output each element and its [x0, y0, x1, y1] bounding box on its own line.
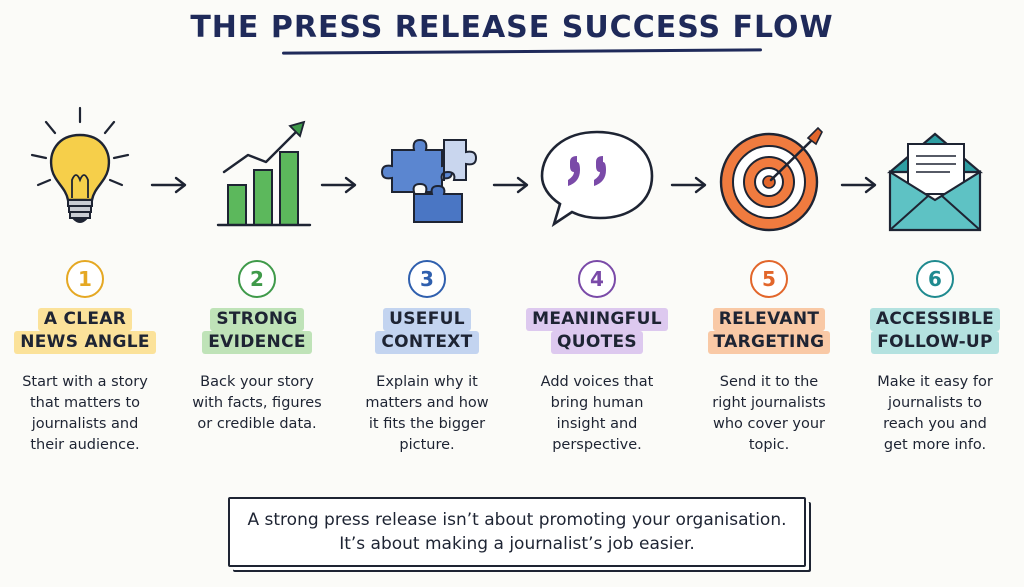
step-description: Add voices that bring human insight and …: [540, 374, 654, 453]
arrow-right-icon: [320, 175, 358, 195]
step-label: STRONG EVIDENCE: [172, 308, 342, 354]
puzzle-icon: [342, 100, 512, 240]
target-icon: [684, 100, 854, 240]
step-description: Send it to the right journalists who cov…: [712, 374, 826, 453]
step-label: ACCESSIBLE FOLLOW-UP: [850, 308, 1020, 354]
lightbulb-icon: [0, 100, 170, 240]
step-label: MEANINGFUL QUOTES: [512, 308, 682, 354]
arrow-right-icon: [840, 175, 878, 195]
step-description: Explain why it matters and how it fits t…: [365, 374, 489, 453]
step-description: Make it easy for journalists to reach yo…: [877, 374, 993, 453]
step-description: Start with a story that matters to journ…: [22, 374, 148, 453]
step-number: 2: [238, 260, 276, 298]
step-number: 4: [578, 260, 616, 298]
page-title: THE PRESS RELEASE SUCCESS FLOW: [190, 10, 834, 45]
callout-line-2: It’s about making a journalist’s job eas…: [339, 534, 695, 554]
step-label: USEFUL CONTEXT: [342, 308, 512, 354]
flow-steps: 1 A CLEAR NEWS ANGLE Start with a story …: [0, 100, 1024, 480]
callout-line-1: A strong press release isn’t about promo…: [247, 510, 787, 530]
step-number: 1: [66, 260, 104, 298]
step-number: 6: [916, 260, 954, 298]
arrow-right-icon: [150, 175, 188, 195]
arrow-right-icon: [492, 175, 530, 195]
step-label: A CLEAR NEWS ANGLE: [0, 308, 170, 354]
envelope-icon: [850, 100, 1020, 240]
quote-bubble-icon: [512, 100, 682, 240]
step-description: Back your story with facts, figures or c…: [192, 374, 322, 432]
step-label: RELEVANT TARGETING: [684, 308, 854, 354]
bar-chart-icon: [172, 100, 342, 240]
step-number: 5: [750, 260, 788, 298]
arrow-right-icon: [670, 175, 708, 195]
title-underline: [281, 48, 763, 55]
step-number: 3: [408, 260, 446, 298]
summary-callout: A strong press release isn’t about promo…: [228, 497, 806, 567]
